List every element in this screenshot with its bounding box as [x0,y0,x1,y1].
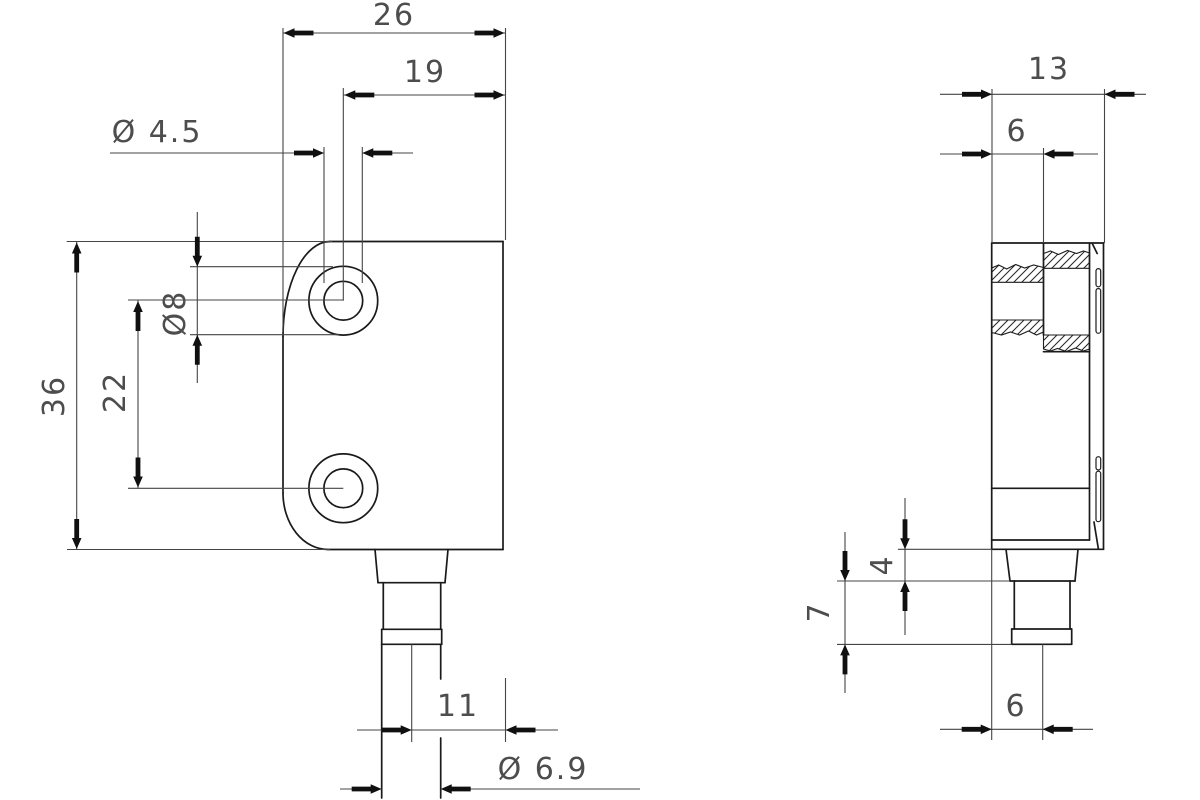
dim-front-width-label: 26 [372,0,416,33]
dim-front-cable-offset-label: 11 [436,689,480,724]
dim-front-hole-spacing-label: 22 [98,370,133,414]
side-view-body [990,242,1105,646]
dim-side-step-height-label: 4 [865,554,900,576]
dim-side-cable-offset-label: 6 [1005,689,1027,724]
dim-side-bore-offset-label: 6 [1006,114,1028,149]
dim-front-hole-dia-label: Ø 4.5 [111,115,203,150]
dim-front-counterbore-label: Ø8 [158,289,193,337]
dim-side-connector-length-label: 7 [802,601,837,623]
dim-front-height-label: 36 [37,374,72,418]
front-view-dimensions [66,28,640,790]
dim-front-hole-offset-label: 19 [403,55,447,90]
dimension-arrowheads [71,28,1135,794]
dim-front-cable-dia-label: Ø 6.9 [497,752,589,787]
dim-side-depth-label: 13 [1027,52,1071,87]
